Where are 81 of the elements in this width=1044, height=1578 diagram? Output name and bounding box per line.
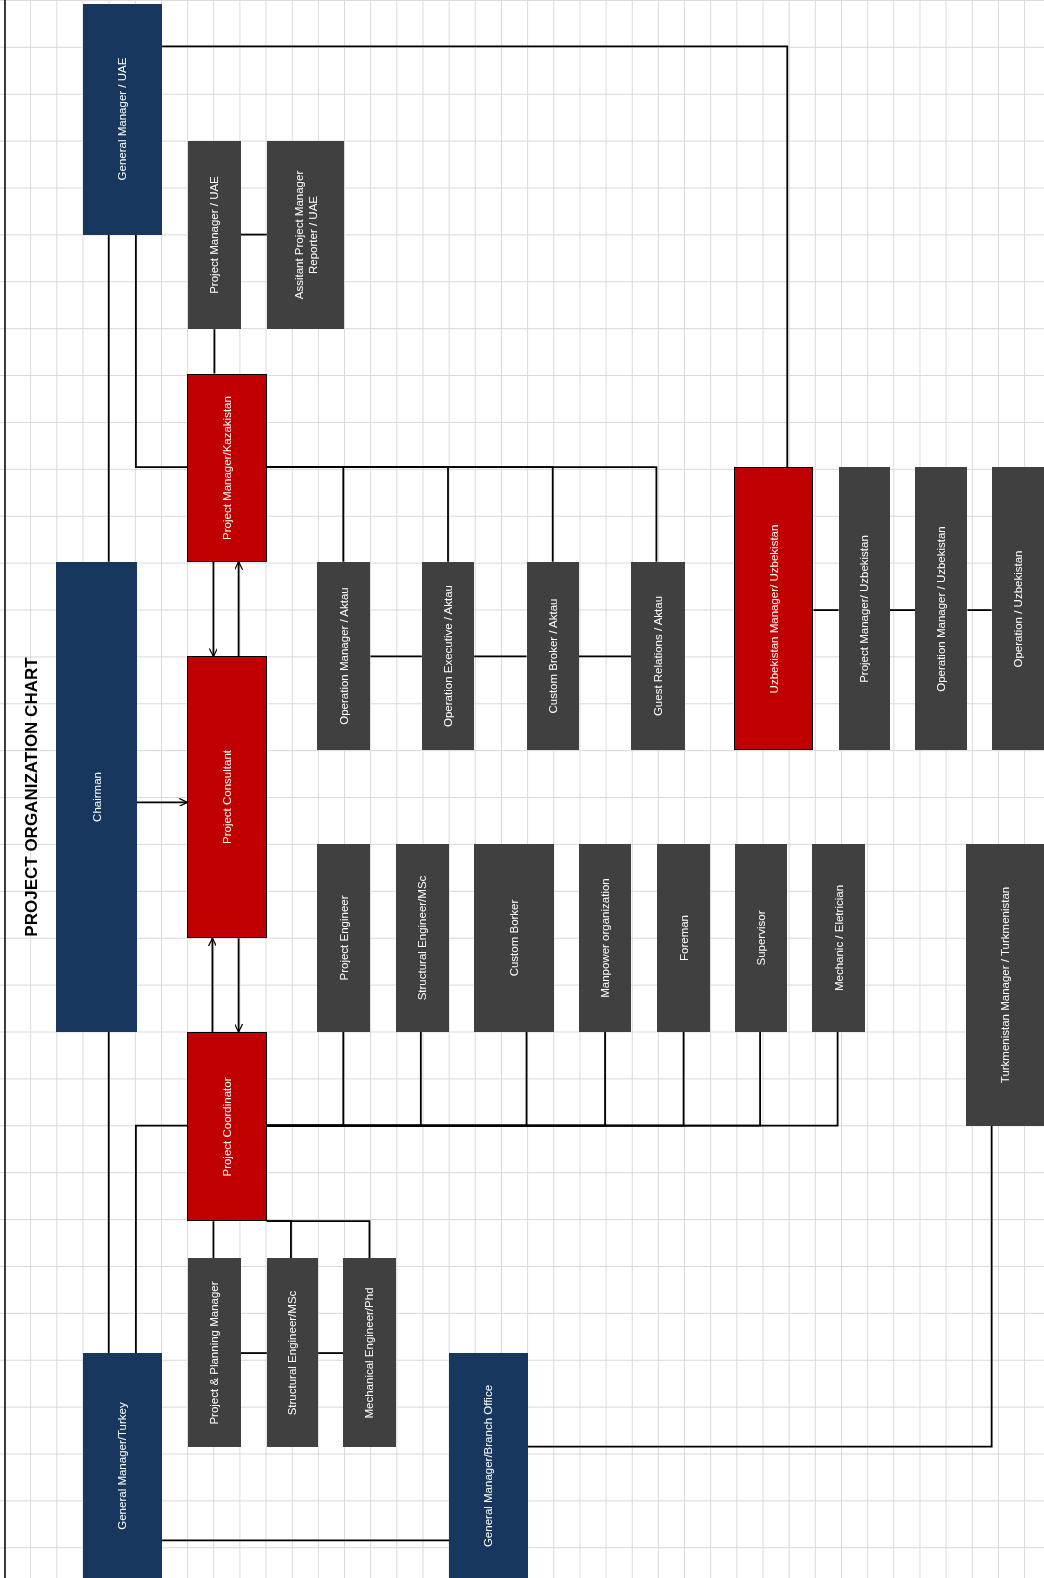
role-label: Mechanical Engineer/Phd (362, 1286, 377, 1421)
position-box (578, 843, 632, 1032)
arrow (136, 797, 189, 807)
position-box (56, 561, 137, 1032)
role-label: Operation Manager / Aktau (336, 586, 351, 727)
connector-line (889, 609, 917, 611)
position-box (266, 140, 345, 330)
role-label: Manpower organization (597, 877, 612, 1000)
position-box (474, 843, 554, 1032)
position-box (734, 843, 788, 1032)
role-label: Project & Planning Manager (207, 1279, 222, 1427)
role-label: Guest Relations / Aktau (650, 594, 665, 718)
connector-line (812, 609, 840, 611)
position-box (82, 1353, 163, 1578)
position-box (317, 843, 371, 1032)
role-label: General Manager / UAE (115, 56, 130, 183)
position-box (838, 467, 890, 750)
role-label: Structural Engineer/MSc (285, 1289, 300, 1417)
position-box (421, 561, 475, 750)
position-box (733, 467, 814, 750)
role-label: Foreman (676, 913, 691, 963)
connector-line (135, 233, 189, 469)
position-box (343, 1258, 396, 1447)
position-box (966, 843, 1044, 1126)
arrow (234, 937, 244, 1033)
connector-line (526, 1124, 993, 1448)
connector-line (107, 1031, 110, 1354)
position-box (991, 467, 1044, 750)
role-label: Project Engineer (336, 894, 351, 983)
position-box (187, 656, 267, 939)
position-box (395, 843, 449, 1032)
role-label: Assitant Project Manager Reporter / UAE (291, 169, 320, 302)
role-label: Project Manager/ Uzbekistan (857, 533, 872, 685)
role-label: Operation Executive / Aktau (440, 583, 455, 729)
connector-line (135, 1124, 189, 1354)
role-label: General Manager/Branch Office (481, 1383, 496, 1549)
role-label: Project Coordinator (219, 1076, 234, 1179)
arrow (208, 560, 219, 658)
position-box (266, 1258, 319, 1447)
role-label: Custom Borker (506, 898, 521, 979)
position-box (526, 561, 579, 750)
position-box (82, 4, 163, 235)
position-box (187, 373, 267, 562)
connector-line (369, 655, 423, 658)
connector-line (473, 655, 528, 658)
position-box (317, 561, 371, 750)
connector-line (161, 45, 789, 469)
position-box (915, 467, 968, 750)
position-box (188, 1258, 241, 1447)
role-label: Turkmenistan Manager / Turkmenistan (998, 885, 1013, 1085)
role-label: Project Manager / UAE (207, 175, 222, 296)
connector-line (966, 609, 993, 611)
connector-line (265, 1220, 371, 1260)
arrow (207, 937, 217, 1033)
role-label: Chairman (89, 770, 104, 824)
connector-line (212, 1220, 215, 1260)
role-label: Supervisor (753, 909, 768, 968)
role-label: Project Consultant (219, 749, 234, 847)
connector-line (317, 1352, 345, 1354)
connector-line (239, 1352, 268, 1354)
connector-line (213, 328, 216, 375)
role-label: General Manager/Turkey (115, 1401, 130, 1532)
role-label: Operation / Uzbekistan (1010, 549, 1025, 670)
role-label: Custom Broker / Aktau (545, 597, 560, 716)
role-label: Structural Engineer/MSc (415, 874, 430, 1003)
position-box (188, 140, 241, 330)
role-label: Uzbekistan Manager/ Uzbekistan (766, 523, 781, 695)
chart-title: PROJECT ORGANIZATION CHART (22, 657, 43, 937)
connector-line (239, 233, 268, 236)
position-box (449, 1353, 528, 1578)
connector-line (107, 233, 110, 563)
connector-line (578, 655, 633, 658)
role-label: Mechanic / Eletrician (831, 883, 846, 993)
role-label: Operation Manager / Uzbekistan (934, 524, 949, 694)
connector-line (161, 1539, 450, 1542)
arrow (234, 560, 244, 658)
position-box (812, 843, 865, 1032)
position-box (657, 843, 710, 1032)
role-label: Project Manager/Kazakistan (219, 394, 234, 542)
position-box (187, 1031, 267, 1222)
position-box (631, 561, 685, 750)
